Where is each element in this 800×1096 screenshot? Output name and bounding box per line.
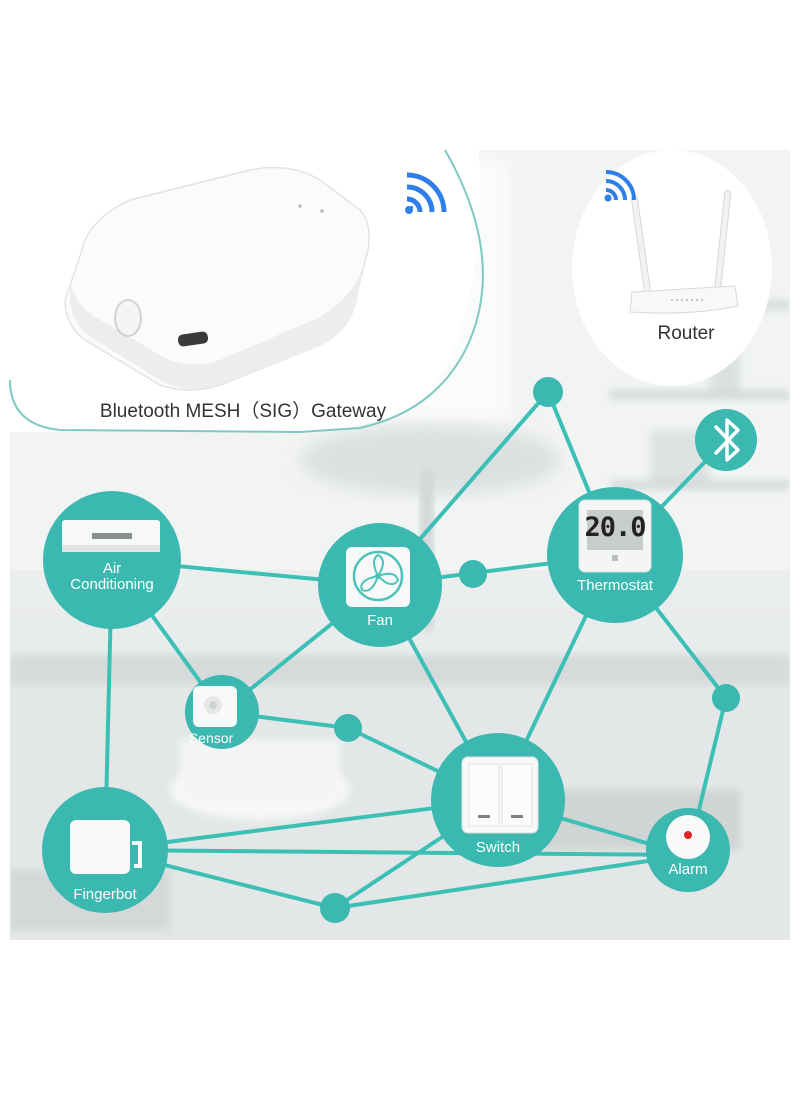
mesh-node (712, 684, 740, 712)
label-fingerbot: Fingerbot (73, 886, 137, 903)
router-device (629, 190, 739, 314)
gateway-label: Bluetooth MESH（SIG）Gateway (99, 401, 387, 422)
label-switch: Switch (475, 839, 521, 856)
mesh-node (320, 893, 350, 923)
node-switch (431, 733, 565, 867)
node-air-conditioning (43, 491, 181, 629)
mesh-node (459, 560, 487, 588)
label-sensor: Sensor (188, 730, 234, 746)
label-fan: Fan (367, 612, 393, 629)
gateway-panel-border-left (9, 379, 301, 433)
node-alarm (646, 808, 730, 892)
wifi-icon (405, 172, 447, 214)
mesh-node (334, 714, 362, 742)
bluetooth-icon (695, 409, 757, 471)
gateway-panel-border (299, 149, 484, 433)
gateway-device (64, 166, 370, 391)
node-thermostat (547, 487, 683, 623)
node-fingerbot (42, 787, 168, 913)
wifi-icon (604, 170, 636, 202)
mesh-lines (103, 390, 728, 910)
router-label: Router (657, 323, 715, 344)
label-thermostat: Thermostat (577, 577, 653, 594)
mesh-nodes (320, 377, 740, 923)
thermostat-display: 20.0 (584, 512, 646, 543)
router-panel (572, 150, 772, 386)
node-fan (318, 523, 442, 647)
node-sensor (185, 675, 259, 749)
mesh-node (533, 377, 563, 407)
label-alarm: Alarm (668, 861, 708, 878)
label-air-conditioning: Air Conditioning (70, 560, 154, 593)
